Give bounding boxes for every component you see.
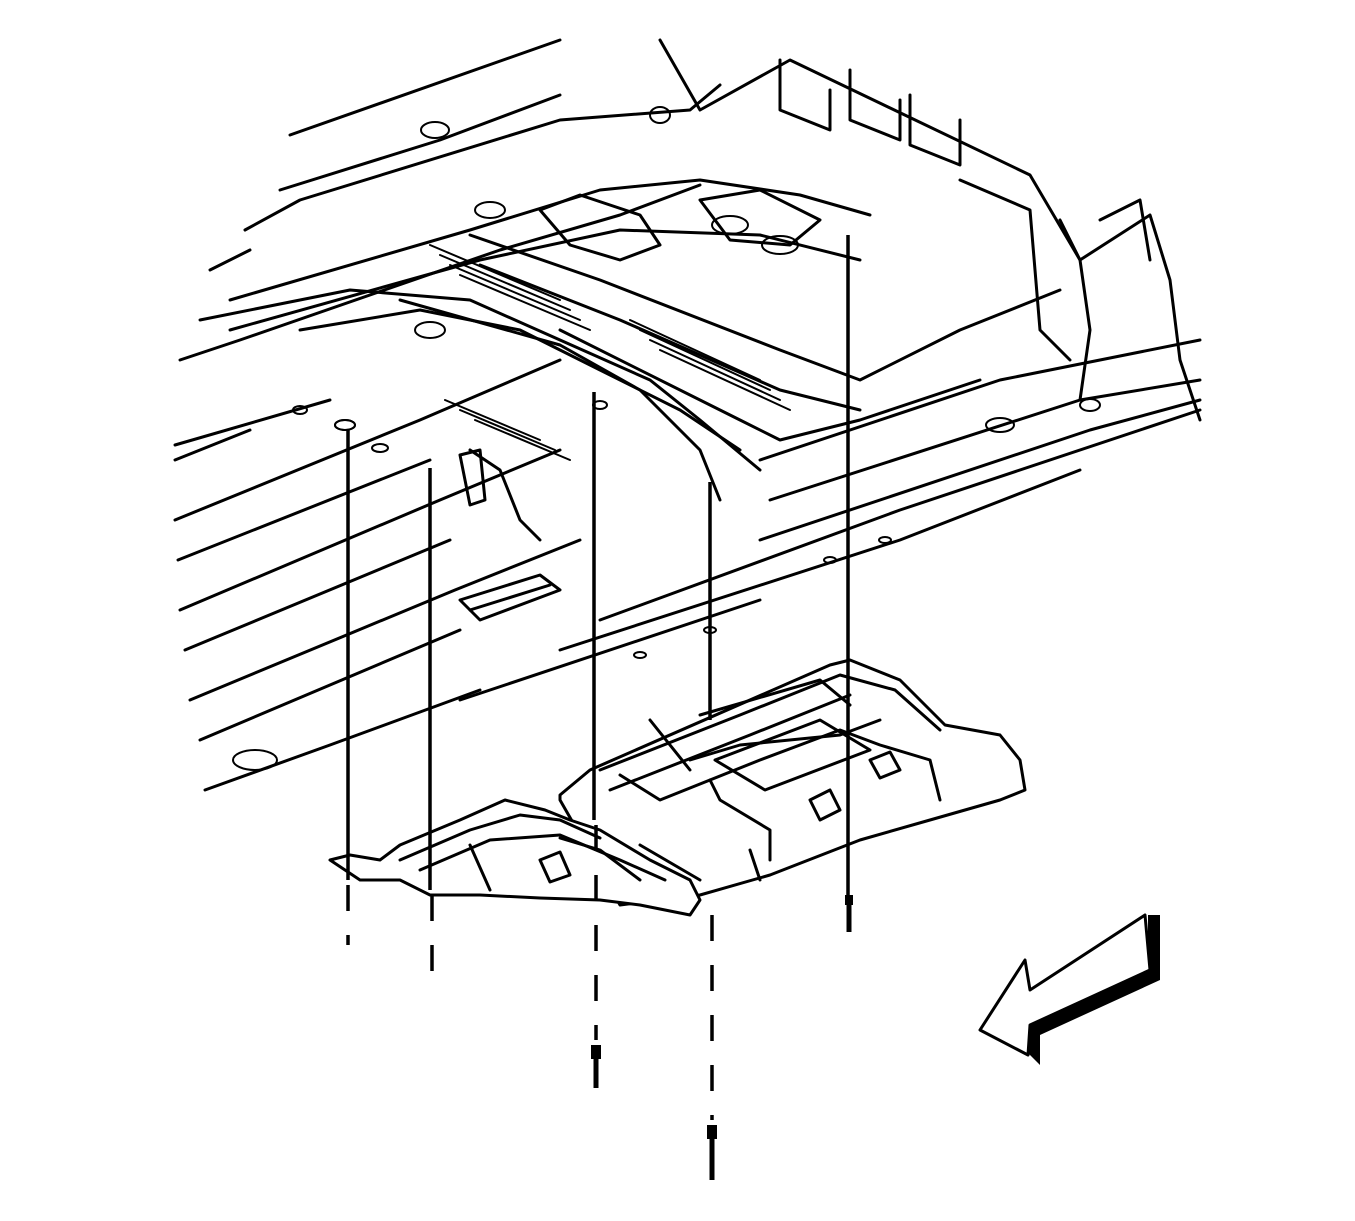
underbody-shield	[328, 658, 1027, 917]
vehicle-underbody-floor-pan	[173, 38, 1202, 792]
fastener-bolt-3	[707, 1125, 717, 1180]
fastener-bolt-1	[845, 895, 853, 932]
fastener-bolt-2	[591, 1045, 601, 1088]
front-direction-arrow-icon	[978, 913, 1160, 1065]
fasteners	[591, 895, 853, 1180]
fastener-alignment-lines	[334, 235, 850, 1120]
